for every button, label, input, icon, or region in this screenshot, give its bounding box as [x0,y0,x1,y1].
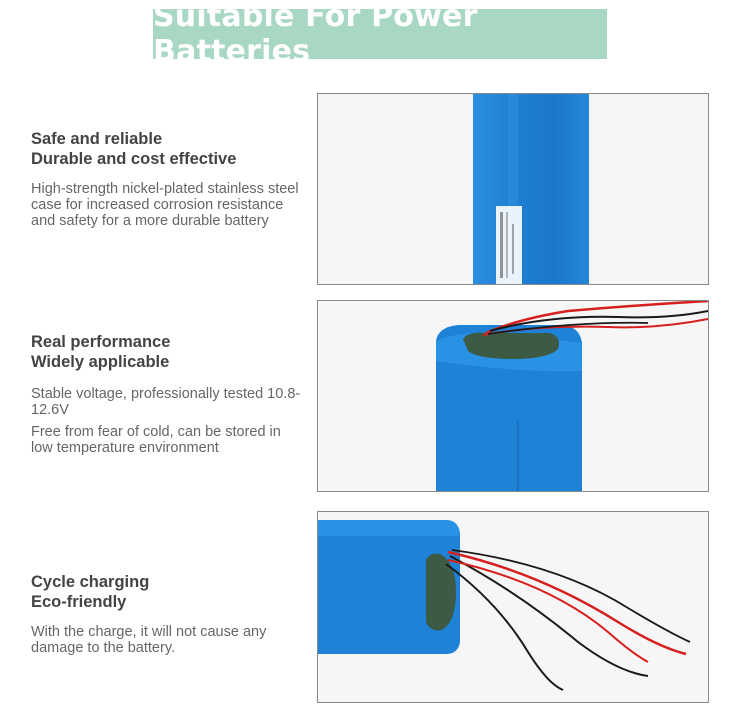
title-banner: Suitable For Power Batteries [153,0,607,69]
feature-heading-line1: Cycle charging [31,573,150,591]
battery-pack-with-wires-image [318,301,708,491]
feature-description: Free from fear of cold, can be stored in… [31,424,281,456]
battery-pack-side-wires-image [318,512,708,702]
battery-photo-3 [317,511,709,703]
feature-description: Stable voltage, professionally tested 10… [31,386,301,418]
feature-heading-line2: Eco-friendly [31,593,127,611]
feature-text-3: Cycle charging Eco-friendly With the cha… [31,572,301,656]
feature-text-1: Safe and reliable Durable and cost effec… [31,129,301,229]
battery-label [500,212,514,278]
battery-photo-2 [317,300,709,492]
feature-text-2: Real performance Widely applicable Stabl… [31,332,301,456]
feature-heading-line2: Durable and cost effective [31,150,237,168]
feature-description: With the charge, it will not cause any d… [31,624,267,656]
feature-heading-line1: Real performance [31,333,171,351]
battery-photo-1 [317,93,709,285]
battery-pack-image [318,94,708,284]
feature-heading-line2: Widely applicable [31,353,170,371]
banner-title: Suitable For Power Batteries [153,0,478,69]
feature-description: High-strength nickel-plated stainless st… [31,181,299,229]
feature-heading-line1: Safe and reliable [31,130,163,148]
